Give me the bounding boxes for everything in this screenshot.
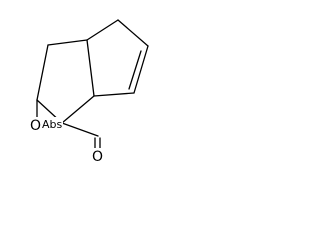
bond-c5-c6-double-outer [133,45,149,94]
bond-c1-c6a [61,95,95,124]
bond-c6-c6a [93,92,135,97]
epoxide-oxygen-label: O [30,118,41,134]
molecule-structure: O Abs O [29,19,149,165]
epoxide-oxygen-bg [29,117,41,132]
bond-c5-c6-double-inner [128,50,142,90]
bond-c4-c5 [117,19,149,47]
bond-c3a-c4 [86,19,119,41]
stereo-abs-label: Abs [42,118,63,131]
aldehyde-oxygen-bg [90,148,104,163]
stereo-abs-bg [41,117,63,131]
bond-c3-c2 [36,44,49,101]
bond-c3a-c3 [47,39,88,46]
bond-c1-cho [61,122,99,137]
aldehyde-oxygen-label: O [92,149,103,165]
bond-c6a-c3a [86,39,95,97]
